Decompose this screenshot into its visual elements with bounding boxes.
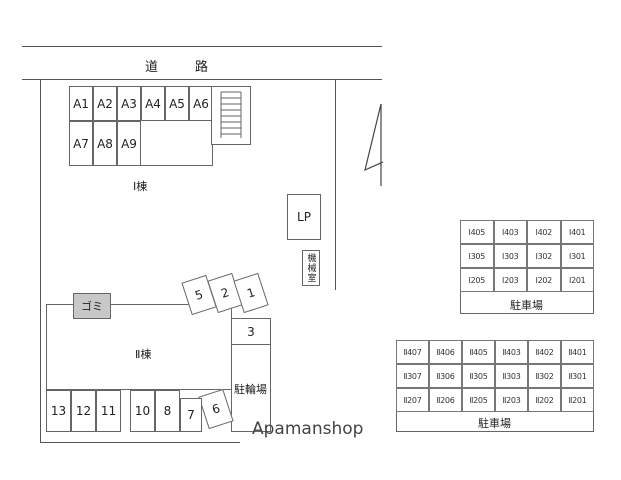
parking-space-Ⅱ403: Ⅱ403 xyxy=(495,340,528,364)
parking-space-Ⅱ306: Ⅱ306 xyxy=(429,364,462,388)
machine-room: 機械室 xyxy=(302,250,320,286)
parking-space-Ⅱ305: Ⅱ305 xyxy=(462,364,495,388)
parking-space-Ⅰ403: Ⅰ403 xyxy=(493,220,527,244)
parking-slot-3: 3 xyxy=(231,318,271,345)
building-2-label: Ⅱ棟 xyxy=(135,348,152,361)
parking-space-Ⅱ406: Ⅱ406 xyxy=(429,340,462,364)
parking-slot-6: 6 xyxy=(198,388,234,430)
parking-slot-12: 12 xyxy=(71,390,96,432)
parking-space-Ⅰ201: Ⅰ201 xyxy=(560,268,594,292)
parking-space-Ⅱ206: Ⅱ206 xyxy=(429,388,462,412)
parking-slot-1: 1 xyxy=(233,272,269,314)
unit-a3: A3 xyxy=(117,86,141,121)
parking-space-Ⅰ405: Ⅰ405 xyxy=(460,220,494,244)
parking-space-Ⅱ203: Ⅱ203 xyxy=(495,388,528,412)
site-boundary-left-lower xyxy=(40,305,41,443)
parking-space-Ⅱ303: Ⅱ303 xyxy=(495,364,528,388)
parking-space-Ⅰ205: Ⅰ205 xyxy=(460,268,494,292)
road-label-1: 道 xyxy=(145,60,159,75)
road-bottom-line xyxy=(22,79,382,80)
parking-space-Ⅱ405: Ⅱ405 xyxy=(462,340,495,364)
site-boundary-left-upper xyxy=(40,80,41,305)
parking-space-Ⅱ402: Ⅱ402 xyxy=(528,340,561,364)
parking-lot-2-label: 駐車場 xyxy=(478,417,511,430)
parking-space-Ⅱ401: Ⅱ401 xyxy=(561,340,594,364)
north-arrow-icon xyxy=(364,103,384,186)
site-boundary-bottom xyxy=(40,442,240,443)
garbage-box: ゴミ xyxy=(73,293,111,319)
parking-space-Ⅱ202: Ⅱ202 xyxy=(528,388,561,412)
road-label-2: 路 xyxy=(195,60,209,75)
unit-a6: A6 xyxy=(189,86,213,121)
parking-slot-10: 10 xyxy=(130,390,155,432)
unit-a1: A1 xyxy=(69,86,93,121)
parking-space-Ⅰ303: Ⅰ303 xyxy=(493,244,527,268)
parking-space-Ⅱ407: Ⅱ407 xyxy=(396,340,429,364)
parking-space-Ⅱ301: Ⅱ301 xyxy=(561,364,594,388)
parking-space-Ⅱ302: Ⅱ302 xyxy=(528,364,561,388)
parking-space-Ⅱ307: Ⅱ307 xyxy=(396,364,429,388)
parking-space-Ⅰ305: Ⅰ305 xyxy=(460,244,494,268)
parking-space-Ⅱ207: Ⅱ207 xyxy=(396,388,429,412)
unit-a5: A5 xyxy=(165,86,189,121)
parking-slot-8: 8 xyxy=(155,390,180,432)
road-top-line xyxy=(22,46,382,47)
parking-space-Ⅰ203: Ⅰ203 xyxy=(493,268,527,292)
watermark-text: Apamanshop xyxy=(252,419,364,439)
parking-slot-13: 13 xyxy=(46,390,71,432)
bicycle-parking-label: 駐輪場 xyxy=(234,383,267,396)
parking-space-Ⅰ402: Ⅰ402 xyxy=(527,220,561,244)
unit-a2: A2 xyxy=(93,86,117,121)
site-boundary-right xyxy=(335,80,336,290)
stairs-icon xyxy=(211,86,251,145)
parking-space-Ⅱ201: Ⅱ201 xyxy=(561,388,594,412)
unit-a4: A4 xyxy=(141,86,165,121)
unit-a7: A7 xyxy=(69,121,93,166)
parking-slot-7: 7 xyxy=(180,398,202,432)
parking-space-Ⅰ202: Ⅰ202 xyxy=(527,268,561,292)
unit-a9: A9 xyxy=(117,121,141,166)
parking-space-Ⅰ401: Ⅰ401 xyxy=(560,220,594,244)
parking-slot-11: 11 xyxy=(96,390,121,432)
parking-space-Ⅱ205: Ⅱ205 xyxy=(462,388,495,412)
parking-lot-1-label: 駐車場 xyxy=(510,299,543,312)
parking-space-Ⅰ302: Ⅰ302 xyxy=(527,244,561,268)
building-1-label: Ⅰ棟 xyxy=(133,180,148,193)
lp-box: LP xyxy=(287,194,321,240)
bicycle-parking xyxy=(231,344,271,432)
parking-space-Ⅰ301: Ⅰ301 xyxy=(560,244,594,268)
machine-room-label: 機械室 xyxy=(305,253,316,283)
unit-a8: A8 xyxy=(93,121,117,166)
